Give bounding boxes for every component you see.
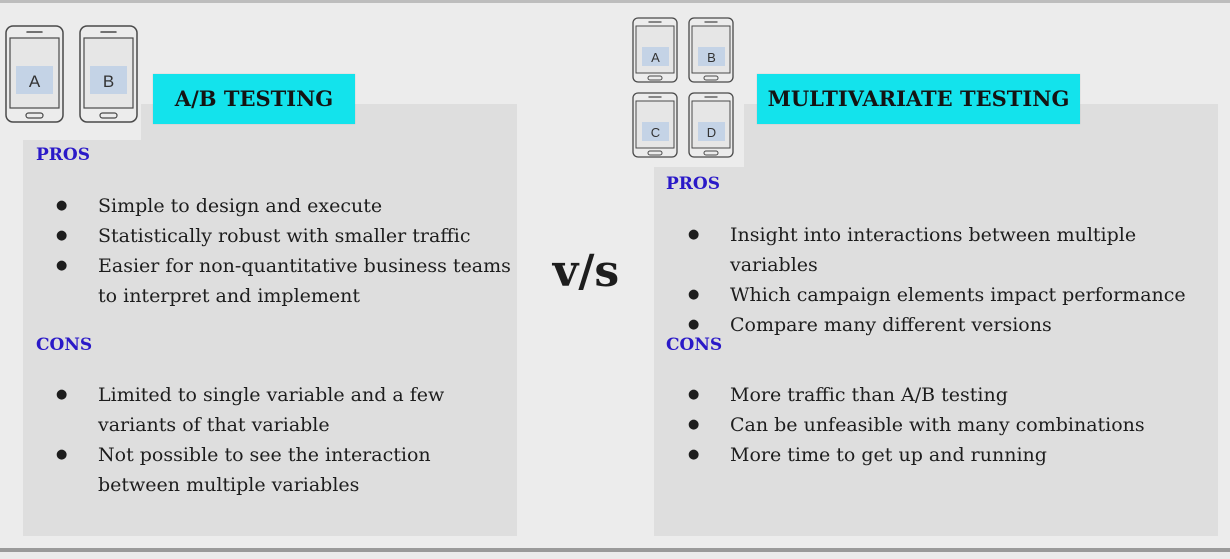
list-item: More time to get up and running (668, 440, 1208, 470)
list-item: Simple to design and execute (36, 191, 511, 221)
mvt-pros-list: Insight into interactions between multip… (668, 220, 1228, 340)
mvt-cons-label: CONS (666, 335, 723, 355)
list-item: More traffic than A/B testing (668, 380, 1208, 410)
phone-a-label: A (651, 50, 660, 65)
multivariate-testing-title: MULTIVARIATE TESTING (757, 74, 1080, 124)
list-item: Limited to single variable and a few var… (36, 380, 511, 440)
ab-cons-list: Limited to single variable and a few var… (36, 380, 511, 500)
versus-label: v/s (552, 246, 620, 297)
list-item: Not possible to see the interaction betw… (36, 440, 511, 500)
phone-d-label: D (707, 125, 716, 140)
phone-c-label: C (651, 125, 660, 140)
bottom-divider (0, 548, 1230, 552)
mvt-pros-label: PROS (666, 174, 720, 194)
ab-pros-label: PROS (36, 145, 90, 165)
mvt-cons-list: More traffic than A/B testing Can be unf… (668, 380, 1208, 470)
phone-b-label: B (707, 50, 716, 65)
phone-a-label: A (29, 72, 41, 91)
phone-b-icon: B (79, 25, 138, 123)
list-item: Insight into interactions between multip… (668, 220, 1228, 280)
list-item: Compare many different versions (668, 310, 1228, 340)
list-item: Easier for non-quantitative business tea… (36, 251, 511, 311)
top-divider (0, 0, 1230, 3)
phone-a-icon: A (632, 17, 678, 83)
phone-c-icon: C (632, 92, 678, 158)
phone-a-icon: A (5, 25, 64, 123)
ab-testing-title: A/B TESTING (153, 74, 355, 124)
ab-cons-label: CONS (36, 335, 93, 355)
phone-b-label: B (103, 72, 114, 91)
phone-b-icon: B (688, 17, 734, 83)
list-item: Can be unfeasible with many combinations (668, 410, 1208, 440)
ab-pros-list: Simple to design and execute Statistical… (36, 191, 511, 311)
list-item: Statistically robust with smaller traffi… (36, 221, 511, 251)
phone-d-icon: D (688, 92, 734, 158)
list-item: Which campaign elements impact performan… (668, 280, 1228, 310)
